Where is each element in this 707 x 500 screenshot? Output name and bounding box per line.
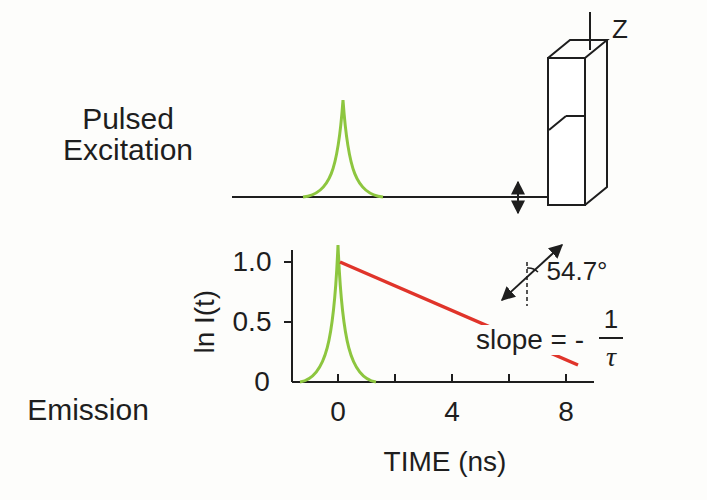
tick-label: 4	[444, 397, 460, 426]
excitation-label: Pulsed Excitation	[48, 103, 208, 166]
beam-line	[232, 196, 548, 198]
cuvette	[548, 12, 607, 205]
excitation-pulse	[303, 100, 383, 197]
tick-label: 0	[330, 397, 346, 426]
axis-label: Z	[612, 16, 628, 43]
fraction-numerator: 1	[604, 306, 618, 333]
axis-title: TIME (ns)	[384, 447, 507, 476]
excitation-pulse-plot	[300, 245, 376, 382]
axis-title: ln I(t)	[190, 290, 219, 354]
angle-label: 54.7°	[546, 258, 607, 285]
emission-label: Emission	[27, 394, 149, 426]
tick-label: 0.5	[233, 307, 272, 336]
fraction-denominator: τ	[606, 342, 616, 371]
polarization-arrow	[517, 182, 519, 213]
angle-arc	[527, 268, 538, 272]
tick-label: 1.0	[233, 247, 272, 276]
slope-label: slope = -	[474, 325, 586, 354]
tick-label: 8	[558, 397, 574, 426]
fraction-bar	[599, 337, 623, 339]
tick-label: 0	[254, 367, 270, 396]
